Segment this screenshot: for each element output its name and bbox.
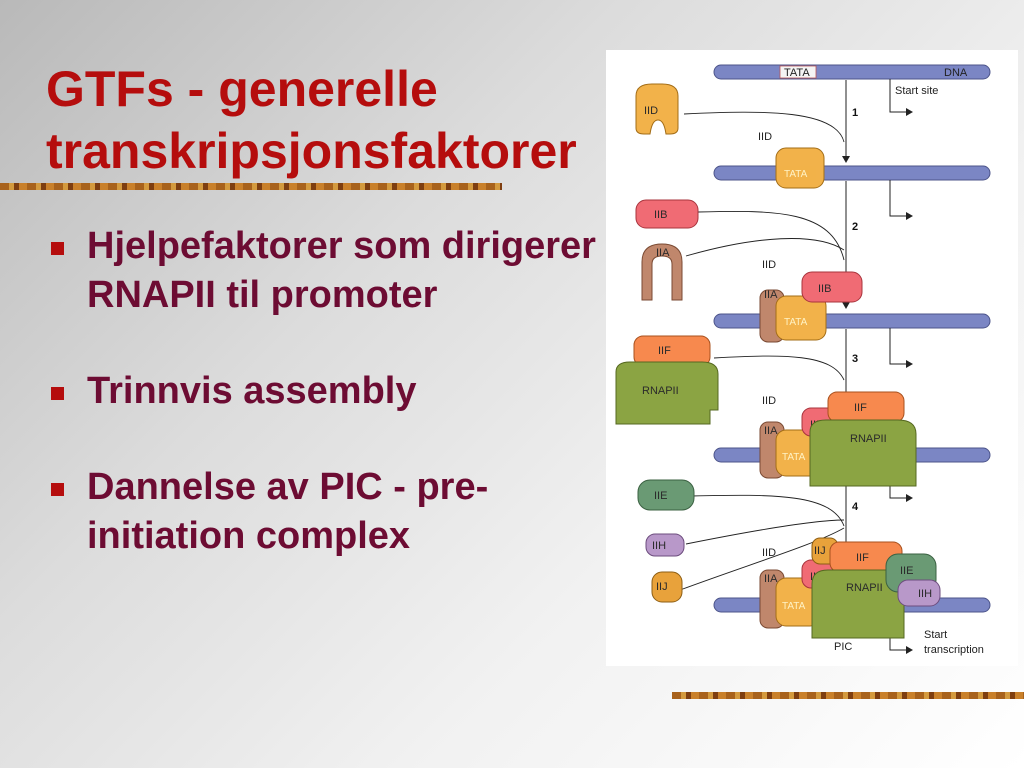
step-number: 2 — [852, 221, 858, 233]
dna-strand — [713, 165, 991, 181]
bullet-list: Hjelpefaktorer som dirigerer RNAPII til … — [50, 222, 610, 561]
dna-label: DNA — [944, 67, 968, 79]
step-number: 3 — [852, 353, 858, 365]
pic-iie-label: IIE — [900, 565, 913, 577]
free-iid: IID — [635, 83, 679, 135]
row2-tata-label: TATA — [784, 169, 808, 180]
bullet-marker — [51, 483, 64, 496]
bullet-marker — [51, 242, 64, 255]
join-arrow — [683, 111, 845, 143]
row4-iid-label: IID — [762, 395, 776, 407]
free-iia-label: IIA — [656, 247, 670, 259]
start-transcription-line2: transcription — [924, 644, 984, 656]
slide-title-line1: GTFs - generelle — [46, 61, 438, 117]
free-iif-rnapii: IIF RNAPII — [615, 335, 719, 425]
bullet-item: Dannelse av PIC - pre-initiation complex — [50, 463, 610, 561]
start-arrow — [889, 328, 913, 368]
slide-title: GTFs - generelle transkripsjonsfaktorer — [46, 58, 666, 182]
pic-iih-label: IIH — [918, 588, 932, 600]
tata-box — [779, 65, 817, 79]
start-arrow — [889, 180, 913, 220]
bullet-text: Hjelpefaktorer som dirigerer RNAPII til … — [87, 225, 596, 316]
dna-strands — [713, 64, 991, 613]
row4-iia-label: IIA — [764, 425, 778, 437]
row3-iid-label: IID — [762, 259, 776, 271]
bottom-right-decoration — [672, 692, 1024, 699]
row4-rnapii-label: RNAPII — [850, 433, 887, 445]
row4-iif-label: IIF — [854, 402, 867, 414]
row4-tata-label: TATA — [782, 452, 806, 463]
bullet-text: Dannelse av PIC - pre-initiation complex — [87, 466, 489, 557]
pic-iij-label: IIJ — [814, 545, 826, 557]
join-arrow — [685, 519, 845, 545]
free-iie: IIE — [637, 479, 695, 511]
free-iie-label: IIE — [654, 490, 667, 502]
free-iia: IIA — [641, 243, 683, 301]
tata-label: TATA — [784, 67, 810, 79]
join-arrow — [691, 494, 845, 527]
step-number: 4 — [852, 501, 859, 513]
slide-title-line2: transkripsjonsfaktorer — [46, 123, 577, 179]
join-arrow — [679, 527, 845, 591]
start-arrow — [889, 79, 913, 116]
row2-complex: IID TATA — [758, 131, 825, 189]
free-iij: IIJ — [651, 571, 683, 603]
pic-tata-label: TATA — [782, 601, 806, 612]
row3-complex: IID IIA TATA IIB — [759, 259, 863, 343]
row2-iid-label: IID — [758, 131, 772, 143]
row3-tata-label: TATA — [784, 317, 808, 328]
pic-rnapii-label: RNAPII — [846, 582, 883, 594]
factor-join-arrows — [679, 111, 845, 591]
free-iih: IIH — [645, 533, 685, 557]
pic-assembly-figure: TATA DNA Start site 1 2 3 4 IID IIB — [606, 50, 1018, 666]
free-iib: IIB — [635, 199, 699, 229]
step-number: 1 — [852, 107, 858, 119]
title-underline-decoration — [0, 183, 502, 190]
pic-assembly-diagram: TATA DNA Start site 1 2 3 4 IID IIB — [615, 64, 991, 656]
pic-iif-label: IIF — [856, 552, 869, 564]
bullet-marker — [51, 387, 64, 400]
row3-iia-label: IIA — [764, 289, 778, 301]
pic-complex: IID IIA TATA IIB IIJ IIF RNAPII IIE IIH — [759, 537, 941, 639]
join-arrow — [697, 210, 845, 261]
dna-strand — [713, 313, 991, 329]
bullet-item: Hjelpefaktorer som dirigerer RNAPII til … — [50, 222, 610, 320]
pic-label: PIC — [834, 641, 852, 653]
start-transcription-line1: Start — [924, 629, 947, 641]
free-iib-label: IIB — [654, 209, 667, 221]
join-arrow — [685, 238, 845, 257]
row4-complex: IID IIA TATA IIB IIF RNAPII — [759, 391, 917, 487]
pic-iia-label: IIA — [764, 573, 778, 585]
pic-iid-label: IID — [762, 547, 776, 559]
bullet-item: Trinnvis assembly — [50, 367, 610, 416]
free-iij-label: IIJ — [656, 581, 668, 593]
free-iid-label: IID — [644, 105, 658, 117]
free-iih-label: IIH — [652, 540, 666, 552]
free-rnapii-label: RNAPII — [642, 385, 679, 397]
start-site-label: Start site — [895, 85, 938, 97]
row3-iib-label: IIB — [818, 283, 831, 295]
free-iif-label: IIF — [658, 345, 671, 357]
join-arrow — [713, 355, 845, 381]
bullet-text: Trinnvis assembly — [87, 370, 417, 412]
